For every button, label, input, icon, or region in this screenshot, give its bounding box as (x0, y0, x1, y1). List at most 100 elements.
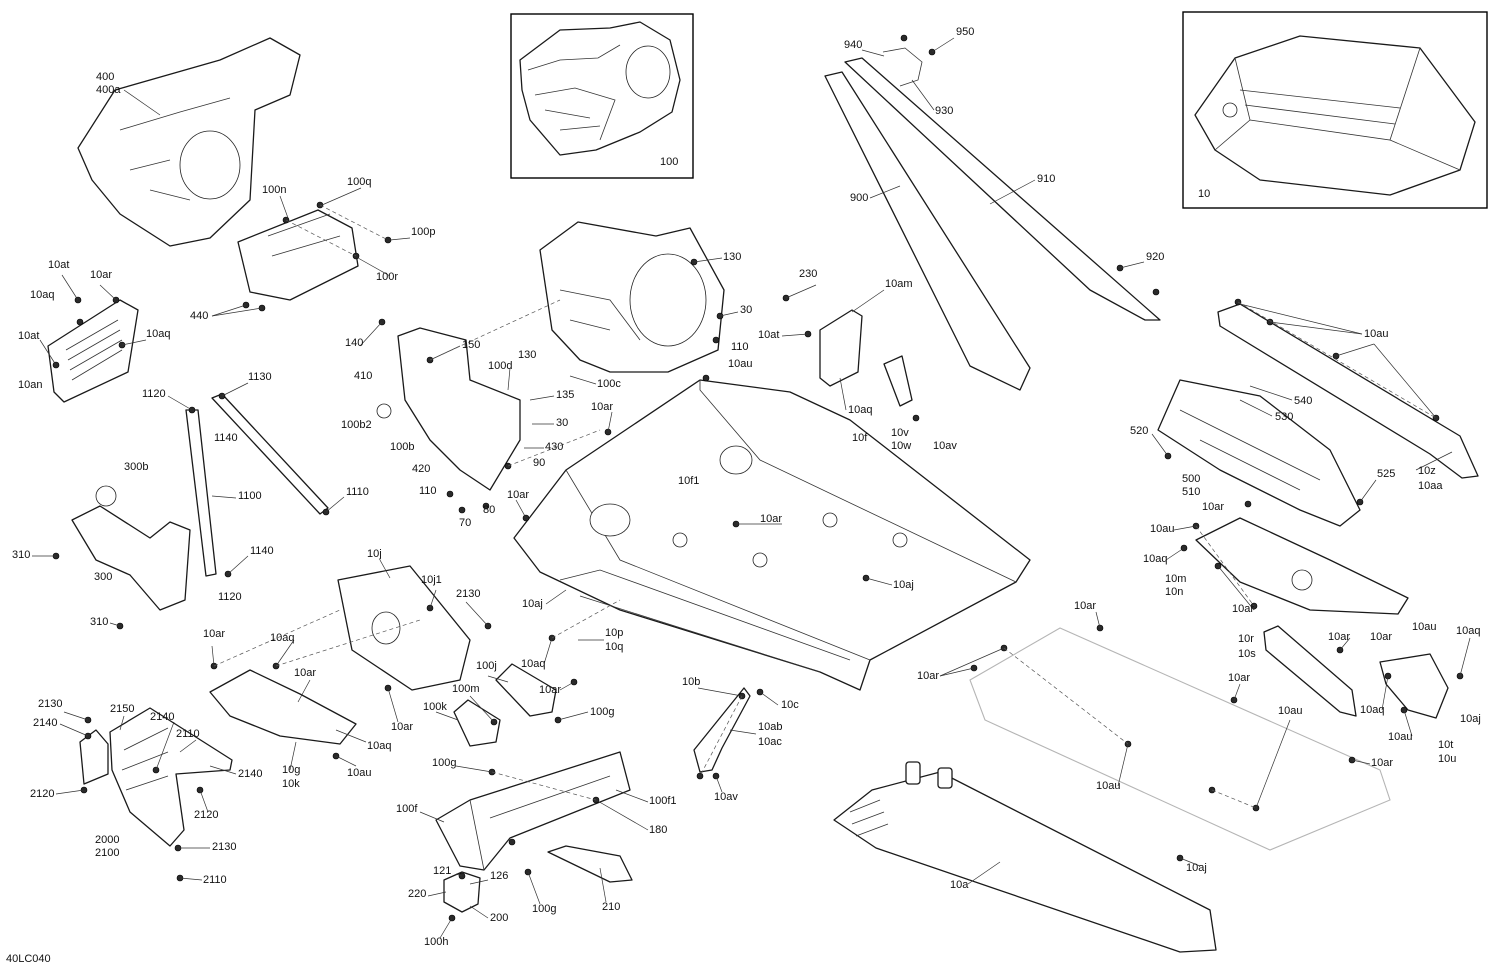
callout-label: 2130 (456, 588, 480, 600)
callout-label: 90 (533, 457, 545, 469)
callout-label: 10aq (270, 632, 294, 644)
callout-label: 940 (844, 39, 862, 51)
callout-label: 220 (408, 888, 426, 900)
inset-10: 10 (1182, 11, 1488, 209)
part-tunnel-10f (513, 379, 1031, 691)
callout-label: 10at (48, 259, 69, 271)
callout-label: 150 (462, 339, 480, 351)
callout-label: 10ar (591, 401, 613, 413)
callout-label: 10t (1438, 739, 1453, 751)
callout-label: 950 (956, 26, 974, 38)
callout-label: 10av (714, 791, 738, 803)
callout-label: 10ar (1074, 600, 1096, 612)
callout-label: 10aq (848, 404, 872, 416)
callout-label: 10au (1278, 705, 1302, 717)
callout-label: 310 (90, 616, 108, 628)
callout-label: 100b (390, 441, 414, 453)
part-rail-900 (824, 71, 1031, 391)
callout-label: 100f (396, 803, 418, 815)
callout-label: 100g (590, 706, 614, 718)
callout-label: 2140 (33, 717, 57, 729)
callout-label: 10au (728, 358, 752, 370)
callout-label: 10ar (1370, 631, 1392, 643)
callout-label: 10aj (1186, 862, 1207, 874)
fasteners (52, 34, 1464, 922)
callout-label: 180 (649, 824, 667, 836)
callout-label: 2130 (212, 841, 236, 853)
callout-label: 10f1 (678, 475, 699, 487)
callout-label: 540 (1294, 395, 1312, 407)
callout-label: 10ar (1232, 603, 1254, 615)
callout-label: 110 (419, 485, 437, 497)
callout-label: 10c (781, 699, 799, 711)
callout-label: 2130 (38, 698, 62, 710)
callout-label: 100h (424, 936, 448, 948)
callout-label: 10ar (1328, 631, 1350, 643)
callout-label: 230 (799, 268, 817, 280)
callout-label: 900 (850, 192, 868, 204)
callout-label: 10aq (1360, 704, 1384, 716)
callout-label: 10a (950, 879, 969, 891)
callout-label: 100d (488, 360, 512, 372)
callout-label: 2100 (95, 847, 119, 859)
callout-label: 1120 (218, 591, 242, 603)
callout-label: 10ar (507, 489, 529, 501)
callout-label: 930 (935, 105, 953, 117)
callout-label: 210 (602, 901, 620, 913)
callout-label: 520 (1130, 425, 1148, 437)
callout-label: 200 (490, 912, 508, 924)
callout-label: 10k (282, 778, 300, 790)
callout-label: 10ar (90, 269, 112, 281)
callout-label: 310 (12, 549, 30, 561)
callout-label: 10g (282, 764, 300, 776)
callout-label: 10q (605, 641, 623, 653)
callout-label: 10j1 (421, 574, 442, 586)
callout-label: 10aj (522, 598, 543, 610)
part-rail-910 (844, 57, 1161, 321)
callout-label: 410 (354, 370, 372, 382)
callout-label: 2110 (203, 874, 227, 886)
callout-label: 10ar (539, 684, 561, 696)
callout-label: 121 (433, 865, 451, 877)
callout-label: 10ar (1202, 501, 1224, 513)
callout-label: 1140 (214, 432, 238, 444)
callout-label: 1120 (142, 388, 166, 400)
callout-label: 400 (96, 71, 114, 83)
callout-label: 100g (532, 903, 556, 915)
callout-label: 140 (345, 337, 363, 349)
alignment-lines (213, 204, 1437, 809)
callout-label: 10at (18, 330, 39, 342)
callout-label: 10z (1418, 465, 1436, 477)
callout-label: 10ar (391, 721, 413, 733)
callout-label: 10aq (1456, 625, 1480, 637)
callout-label: 10ar (917, 670, 939, 682)
callout-label: 130 (723, 251, 741, 263)
callout-label: 100g (432, 757, 456, 769)
callout-label: 10u (1438, 753, 1456, 765)
drawing-code: 40LC040 (6, 953, 51, 965)
callout-label: 2000 (95, 834, 119, 846)
callout-label: 10av (933, 440, 957, 452)
callout-label: 10ac (758, 736, 782, 748)
callout-label: 10ar (1228, 672, 1250, 684)
part-panel-10a-outline (969, 627, 1391, 851)
callout-label: 300 (94, 571, 112, 583)
callout-label: 10au (1388, 731, 1412, 743)
callout-label: 10f (852, 432, 868, 444)
callout-label: 70 (459, 517, 471, 529)
callout-label: 100m (452, 683, 480, 695)
callout-label: 2120 (30, 788, 54, 800)
callout-label: 920 (1146, 251, 1164, 263)
callout-label: 530 (1275, 411, 1293, 423)
callout-label: 1110 (346, 486, 369, 498)
callout-label: 10au (1412, 621, 1436, 633)
part-footrest-2000 (109, 707, 233, 847)
callout-label: 510 (1182, 486, 1200, 498)
callout-label: 110 (731, 341, 749, 353)
callout-label: 10aq (521, 658, 545, 670)
inset-100-frame-drawing (519, 21, 681, 156)
part-radiator-10a (833, 771, 1217, 953)
callout-label: 2140 (150, 711, 174, 723)
callout-label: 525 (1377, 468, 1395, 480)
